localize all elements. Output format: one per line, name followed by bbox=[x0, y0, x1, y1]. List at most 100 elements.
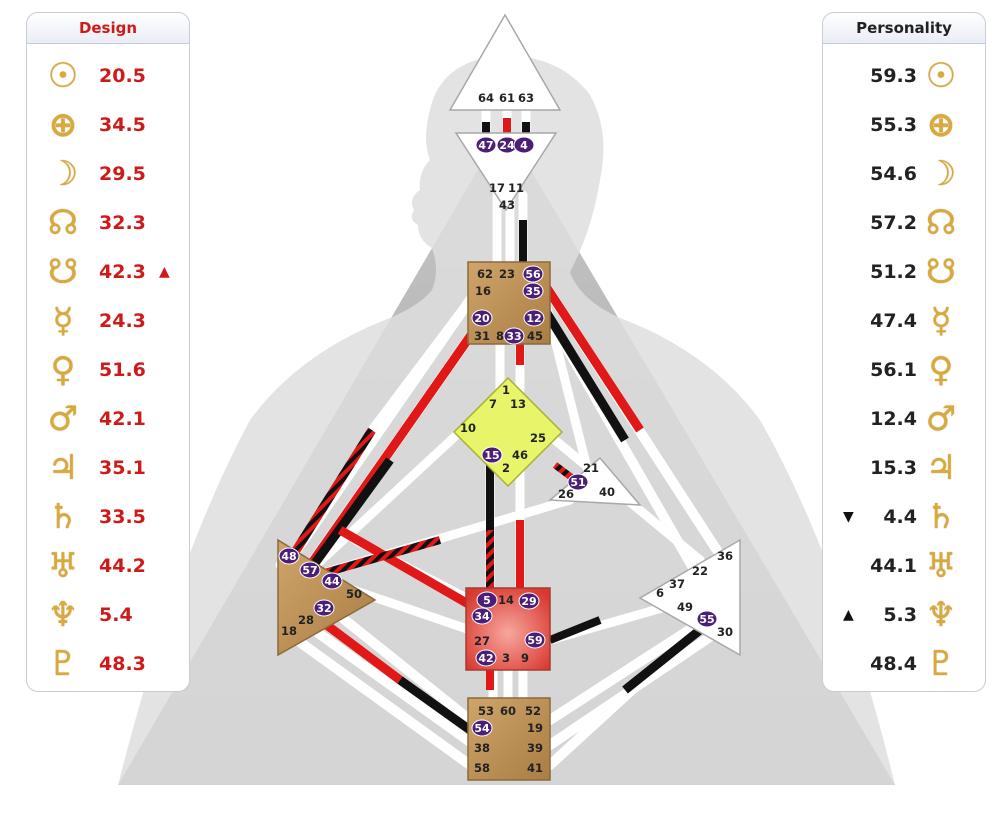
gate-37: 37 bbox=[669, 577, 685, 591]
gate-badge-4 bbox=[513, 136, 535, 154]
gate-badge-29 bbox=[518, 592, 540, 610]
design-row-uranus: ♅44.2 bbox=[27, 546, 191, 586]
personality-row-sun: ☉ 59.3 bbox=[823, 56, 987, 96]
gate-51: 51 bbox=[570, 476, 585, 489]
gate-8: 8 bbox=[496, 329, 504, 343]
gate-63: 63 bbox=[518, 91, 534, 105]
root-center bbox=[467, 697, 551, 781]
gate-6: 6 bbox=[656, 586, 664, 600]
design-value: 32.3 bbox=[99, 212, 146, 234]
gate-4: 4 bbox=[520, 139, 528, 152]
gate-50: 50 bbox=[346, 587, 362, 601]
gate-11: 11 bbox=[508, 181, 524, 195]
sun-icon: ☉ bbox=[925, 56, 957, 96]
design-value: 33.5 bbox=[99, 506, 146, 528]
gate-54: 54 bbox=[474, 722, 490, 735]
gate-22: 22 bbox=[692, 564, 708, 578]
gate-49: 49 bbox=[677, 600, 693, 614]
personality-value: 55.3 bbox=[870, 114, 917, 136]
gate-badge-34 bbox=[471, 607, 493, 625]
gate-52: 52 bbox=[525, 704, 541, 718]
personality-value: 47.4 bbox=[870, 310, 917, 332]
personality-title: Personality bbox=[823, 13, 985, 44]
gate-29: 29 bbox=[521, 595, 536, 608]
gate-30: 30 bbox=[717, 625, 733, 639]
personality-row-pluto: ♇48.4 bbox=[823, 644, 987, 684]
design-row-mars: ♂ 42.1 bbox=[27, 399, 191, 439]
gate-3: 3 bbox=[502, 651, 510, 665]
gate-badge-59 bbox=[524, 631, 546, 649]
gate-42: 42 bbox=[478, 652, 493, 665]
gate-badge-15 bbox=[481, 446, 503, 464]
uranus-icon: ♅ bbox=[47, 546, 79, 586]
gate-badge-33 bbox=[503, 327, 525, 345]
design-row-south-node: ☋42.3▲ bbox=[27, 252, 191, 292]
gate-18: 18 bbox=[281, 624, 297, 638]
design-exalt-marker: ▲ bbox=[159, 264, 170, 280]
personality-value: 59.3 bbox=[870, 65, 917, 87]
sun-icon: ☉ bbox=[47, 56, 79, 96]
mercury-icon: ☿ bbox=[930, 301, 952, 341]
saturn-icon: ♄ bbox=[47, 497, 79, 537]
gate-48: 48 bbox=[281, 550, 296, 563]
personality-value: 15.3 bbox=[870, 457, 917, 479]
design-value: 35.1 bbox=[99, 457, 146, 479]
gate-badge-44 bbox=[321, 572, 343, 590]
gate-61: 61 bbox=[499, 91, 515, 105]
gate-33: 33 bbox=[506, 330, 521, 343]
gate-badge-42 bbox=[475, 649, 497, 667]
venus-icon: ♀ bbox=[928, 350, 954, 390]
gate-56: 56 bbox=[525, 268, 541, 281]
gate-9: 9 bbox=[521, 651, 529, 665]
design-row-mercury: ☿24.3 bbox=[27, 301, 191, 341]
gate-13: 13 bbox=[510, 397, 526, 411]
gate-1: 1 bbox=[502, 383, 510, 397]
gate-16: 16 bbox=[475, 284, 491, 298]
gate-badge-35 bbox=[522, 282, 544, 300]
design-value: 42.1 bbox=[99, 408, 146, 430]
gate-60: 60 bbox=[500, 704, 516, 718]
gate-25: 25 bbox=[530, 431, 546, 445]
gate-40: 40 bbox=[599, 485, 615, 499]
personality-value: 5.3 bbox=[883, 604, 917, 626]
gate-2: 2 bbox=[502, 461, 510, 475]
gate-62: 62 bbox=[477, 267, 493, 281]
gate-badge-57 bbox=[299, 561, 321, 579]
gate-43: 43 bbox=[499, 198, 515, 212]
gate-36: 36 bbox=[717, 549, 733, 563]
design-value: 5.4 bbox=[99, 604, 133, 626]
personality-row-moon: ☽54.6 bbox=[823, 154, 987, 194]
jupiter-icon: ♃ bbox=[47, 448, 79, 488]
earth-icon: ⊕ bbox=[48, 105, 78, 145]
head-center bbox=[448, 13, 562, 111]
gate-19: 19 bbox=[527, 721, 543, 735]
gate-badge-12 bbox=[523, 309, 545, 327]
gate-59: 59 bbox=[527, 634, 542, 647]
gate-55: 55 bbox=[699, 613, 714, 626]
design-value: 48.3 bbox=[99, 653, 146, 675]
gate-35: 35 bbox=[525, 285, 540, 298]
personality-row-earth: ⊕55.3 bbox=[823, 105, 987, 145]
gate-57: 57 bbox=[302, 564, 317, 577]
gate-10: 10 bbox=[460, 421, 476, 435]
mars-icon: ♂ bbox=[47, 399, 79, 439]
gate-15: 15 bbox=[484, 449, 499, 462]
personality-exalt-marker: ▼ bbox=[843, 509, 854, 525]
personality-row-mercury: ☿ 47.4 bbox=[823, 301, 987, 341]
personality-value: 12.4 bbox=[870, 408, 917, 430]
gate-26: 26 bbox=[558, 487, 574, 501]
gate-47: 47 bbox=[478, 139, 493, 152]
pluto-icon: ♇ bbox=[925, 644, 957, 684]
moon-icon: ☽ bbox=[47, 154, 79, 194]
south-node-icon: ☋ bbox=[47, 252, 79, 292]
personality-value: 44.1 bbox=[870, 555, 917, 577]
gate-41: 41 bbox=[527, 761, 543, 775]
gate-44: 44 bbox=[324, 575, 340, 588]
design-title: Design bbox=[27, 13, 189, 44]
personality-row-mars: ♂12.4 bbox=[823, 399, 987, 439]
personality-row-saturn: ♄4.4▼ bbox=[823, 497, 987, 537]
personality-row-south-node: ☋51.2 bbox=[823, 252, 987, 292]
design-row-saturn: ♄ 33.5 bbox=[27, 497, 191, 537]
gate-17: 17 bbox=[489, 181, 505, 195]
